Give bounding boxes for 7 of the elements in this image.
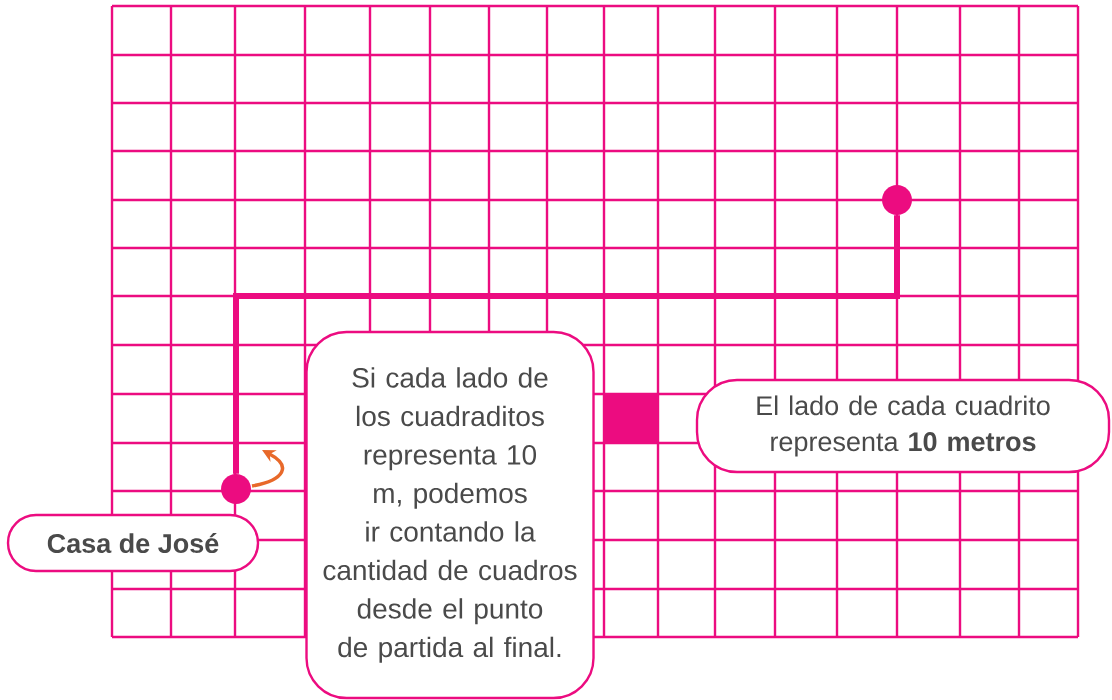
label-pill: Casa de José bbox=[6, 513, 260, 573]
text-card: Si cada lado de los cuadraditos representa 10 m, podemos ir contando la cantidad de cuadros desde el punto de partida al final. bbox=[305, 330, 595, 700]
point-dot bbox=[882, 185, 912, 215]
label-pill: El lado de cada cuadrito representa 10 metros bbox=[695, 378, 1111, 474]
node-label: El lado de cada cuadrito representa 10 metros bbox=[757, 395, 1050, 457]
point-dot bbox=[221, 474, 251, 504]
route-line bbox=[233, 215, 900, 474]
